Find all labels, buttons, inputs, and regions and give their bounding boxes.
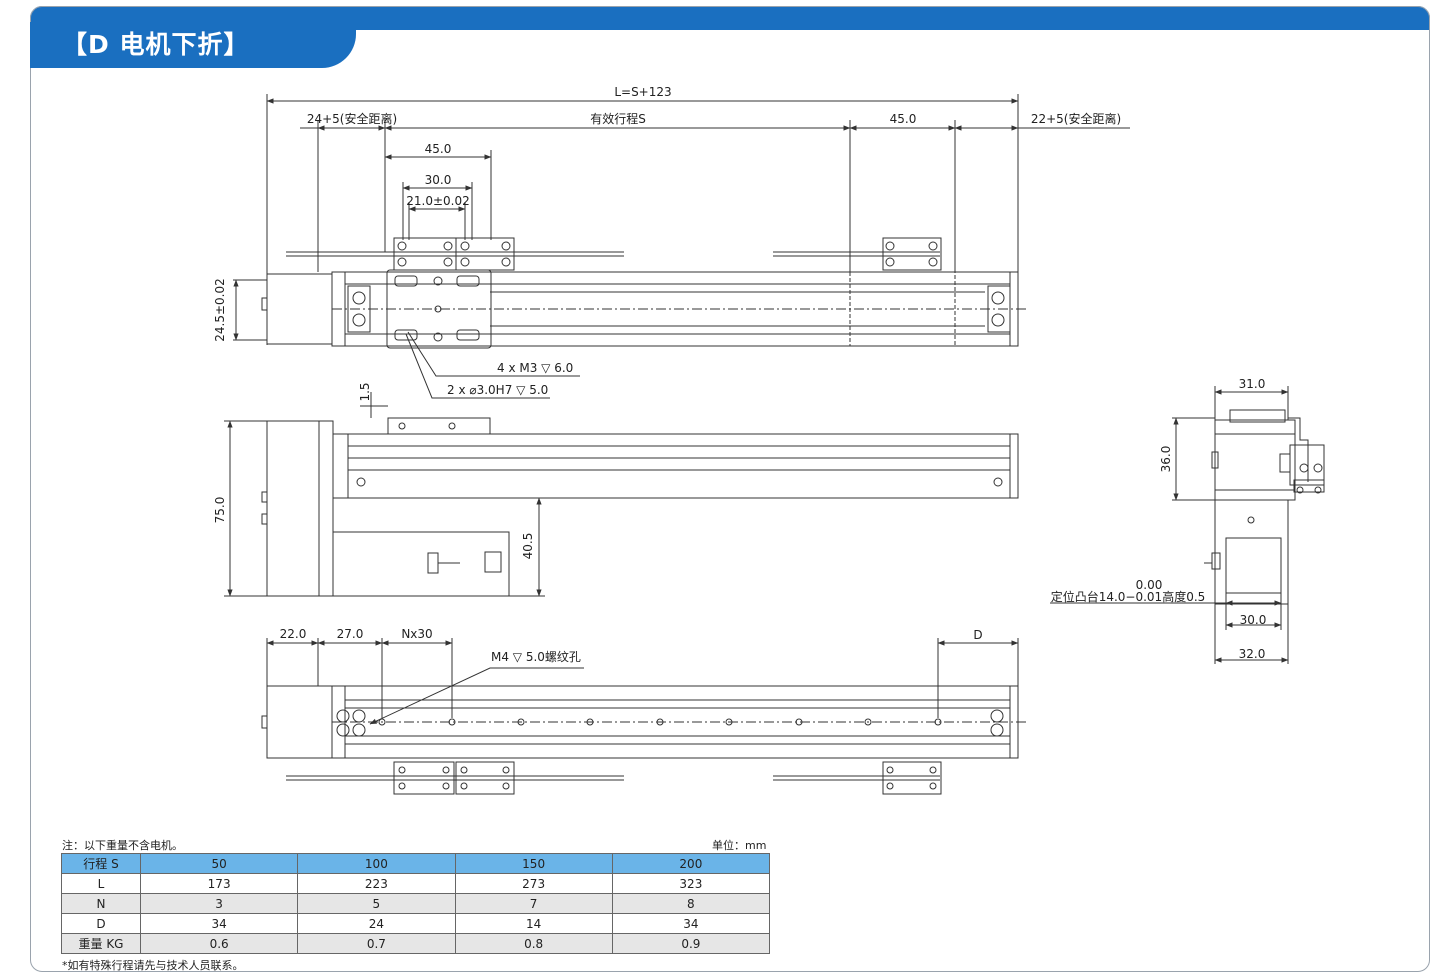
side-view bbox=[1050, 386, 1325, 664]
table-cell: 0.9 bbox=[611, 933, 771, 954]
table-cell: 0.7 bbox=[297, 933, 456, 954]
unit-note: 单位：mm bbox=[712, 839, 767, 852]
bottom-view bbox=[261, 638, 1026, 795]
dim-safety-right: 22+5(安全距离) bbox=[1031, 111, 1121, 126]
dim-safety-left: 24+5(安全距离) bbox=[307, 111, 397, 126]
table-cell: 200 bbox=[611, 853, 771, 874]
dim-bottom-22: 22.0 bbox=[280, 627, 307, 641]
page-frame bbox=[30, 6, 1430, 972]
row-label: D bbox=[61, 913, 141, 934]
table-cell: 5 bbox=[297, 893, 456, 914]
dim-stroke: 有效行程S bbox=[590, 111, 646, 126]
dim-height-40-5: 40.5 bbox=[521, 533, 535, 560]
dim-tap-m3: 4 x M3 ▽ 6.0 bbox=[497, 361, 573, 375]
front-view bbox=[224, 392, 1019, 597]
table-cell: 273 bbox=[454, 873, 613, 894]
table-cell: 34 bbox=[611, 913, 771, 934]
table-row: D 34 24 14 34 bbox=[61, 913, 771, 934]
dim-m4-thread: M4 ▽ 5.0螺纹孔 bbox=[491, 650, 581, 664]
dim-slider-30: 30.0 bbox=[425, 173, 452, 187]
table-cell: 323 bbox=[611, 873, 771, 894]
table-cell: 150 bbox=[454, 853, 613, 874]
table-cell: 0.8 bbox=[454, 933, 613, 954]
row-label: L bbox=[61, 873, 141, 894]
footer-note: *如有特殊行程请先与技术人员联系。 bbox=[62, 959, 244, 972]
table-cell: 50 bbox=[139, 853, 299, 874]
table-cell: 0.6 bbox=[139, 933, 299, 954]
table-cell: 223 bbox=[297, 873, 456, 894]
table-row: 行程 S 50 100 150 200 bbox=[61, 853, 771, 874]
table-cell: 3 bbox=[139, 893, 299, 914]
dim-pin-hole: 2 x ⌀3.0H7 ▽ 5.0 bbox=[447, 383, 548, 397]
table-cell: 8 bbox=[611, 893, 771, 914]
dim-height-24-5: 24.5±0.02 bbox=[213, 278, 227, 342]
dim-side-boss: 定位凸台14.0−0.01高度0.5 bbox=[1051, 589, 1206, 604]
dim-gap-1-5: 1.5 bbox=[358, 382, 372, 401]
dim-side-31: 31.0 bbox=[1239, 377, 1266, 391]
table-cell: 34 bbox=[139, 913, 299, 934]
table-row: L 173 223 273 323 bbox=[61, 873, 771, 894]
table-cell: 7 bbox=[454, 893, 613, 914]
table-cell: 24 bbox=[297, 913, 456, 934]
spec-table: 行程 S 50 100 150 200 L 173 223 273 323 N … bbox=[61, 853, 771, 954]
top-view bbox=[233, 94, 1130, 399]
dim-side-36: 36.0 bbox=[1159, 446, 1173, 473]
row-label: 重量 KG bbox=[61, 933, 141, 954]
dim-slider-21: 21.0±0.02 bbox=[406, 194, 470, 208]
dim-top-45-right: 45.0 bbox=[890, 112, 917, 126]
row-label: N bbox=[61, 893, 141, 914]
table-cell: 14 bbox=[454, 913, 613, 934]
dim-side-32: 32.0 bbox=[1239, 647, 1266, 661]
dim-total-length: L=S+123 bbox=[614, 85, 671, 99]
row-label: 行程 S bbox=[61, 853, 141, 874]
table-cell: 100 bbox=[297, 853, 456, 874]
dim-bottom-d: D bbox=[973, 628, 982, 642]
page-title: 【D 电机下折】 bbox=[30, 22, 356, 68]
weight-note: 注：以下重量不含电机。 bbox=[62, 839, 183, 852]
dim-bottom-nx30: Nx30 bbox=[401, 627, 432, 641]
dim-height-75: 75.0 bbox=[213, 497, 227, 524]
dim-side-000: 0.00 bbox=[1136, 578, 1163, 592]
table-row: 重量 KG 0.6 0.7 0.8 0.9 bbox=[61, 933, 771, 954]
dim-bottom-27: 27.0 bbox=[337, 627, 364, 641]
table-row: N 3 5 7 8 bbox=[61, 893, 771, 914]
dim-side-30: 30.0 bbox=[1240, 613, 1267, 627]
dim-slider-45: 45.0 bbox=[425, 142, 452, 156]
table-cell: 173 bbox=[139, 873, 299, 894]
